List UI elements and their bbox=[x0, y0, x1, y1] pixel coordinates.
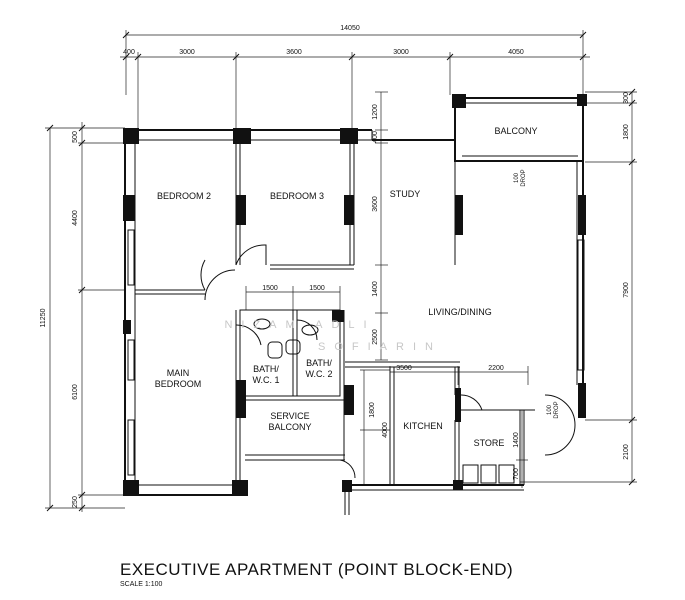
dim-top-3000a: 3000 bbox=[179, 49, 195, 56]
room-living-dining: LIVING/DINING bbox=[428, 307, 492, 317]
dim-top-400: 400 bbox=[123, 49, 135, 56]
drop-2-value: 100 bbox=[547, 404, 553, 415]
dim-in-2500: 2500 bbox=[372, 329, 379, 345]
dim-in-1200: 1200 bbox=[372, 104, 379, 120]
room-bath-2-line2: W.C. 2 bbox=[305, 369, 332, 379]
watermark-line-1: NIZAM ADLI bbox=[224, 319, 375, 331]
dim-kitchen-3500: 3500 bbox=[396, 365, 412, 372]
drop-labels: 100 DROP 100 DROP bbox=[514, 169, 560, 418]
dim-kitchen-2200: 2200 bbox=[488, 365, 504, 372]
dim-left-500: 500 bbox=[72, 131, 79, 143]
room-bath-2-line1: BATH/ bbox=[306, 358, 332, 368]
room-bath-1-line2: W.C. 1 bbox=[252, 375, 279, 385]
dim-in-400: 400 bbox=[372, 131, 379, 143]
drop-2-label: DROP bbox=[554, 401, 560, 418]
dim-left-250: 250 bbox=[72, 496, 79, 508]
dimension-lines bbox=[45, 30, 637, 512]
dim-left-11250: 11250 bbox=[40, 308, 47, 327]
windows bbox=[127, 229, 585, 476]
room-service-balcony-line1: SERVICE bbox=[270, 411, 309, 421]
watermark-line-2: SOFIARIN bbox=[318, 341, 442, 353]
drop-1-value: 100 bbox=[514, 172, 520, 183]
doors bbox=[200, 244, 576, 479]
dim-in-1800: 1800 bbox=[369, 402, 376, 418]
sanitary-fixtures bbox=[253, 318, 319, 359]
dim-store-1400: 1400 bbox=[513, 432, 520, 448]
dim-in-1400: 1400 bbox=[372, 281, 379, 297]
dim-in-4000: 4000 bbox=[382, 422, 389, 438]
dim-bath-1500a: 1500 bbox=[262, 285, 278, 292]
dim-right-1800: 1800 bbox=[623, 124, 630, 140]
dim-top-3600: 3600 bbox=[286, 49, 302, 56]
room-main-bedroom-line2: BEDROOM bbox=[155, 379, 202, 389]
room-main-bedroom-line1: MAIN bbox=[167, 368, 190, 378]
plan-scale: SCALE 1:100 bbox=[120, 581, 163, 588]
dimension-labels: 14050 400 3000 3600 3000 4050 500 4400 1… bbox=[40, 25, 630, 508]
dim-bath-1500b: 1500 bbox=[309, 285, 325, 292]
dim-in-3600: 3600 bbox=[372, 196, 379, 212]
dim-top-4050: 4050 bbox=[508, 49, 524, 56]
room-kitchen: KITCHEN bbox=[403, 421, 443, 431]
plan-title: EXECUTIVE APARTMENT (POINT BLOCK-END) bbox=[120, 560, 513, 579]
room-bath-1-line1: BATH/ bbox=[253, 364, 279, 374]
dim-store-700: 700 bbox=[513, 468, 520, 480]
walls bbox=[124, 97, 584, 515]
dim-top-3000b: 3000 bbox=[393, 49, 409, 56]
room-bedroom-3: BEDROOM 3 bbox=[270, 191, 324, 201]
dim-total-top: 14050 bbox=[340, 25, 360, 32]
dim-right-7900: 7900 bbox=[623, 282, 630, 298]
room-balcony: BALCONY bbox=[494, 126, 537, 136]
room-service-balcony-line2: BALCONY bbox=[268, 422, 311, 432]
room-labels: BEDROOM 2 BEDROOM 3 STUDY BALCONY LIVING… bbox=[155, 126, 538, 448]
dim-right-300: 300 bbox=[623, 92, 630, 104]
room-study: STUDY bbox=[390, 189, 421, 199]
structural-columns bbox=[123, 94, 587, 496]
room-bedroom-2: BEDROOM 2 bbox=[157, 191, 211, 201]
dim-left-6100: 6100 bbox=[72, 384, 79, 400]
watermark: NIZAM ADLI SOFIARIN bbox=[224, 319, 442, 353]
drop-1-label: DROP bbox=[521, 169, 527, 186]
room-store: STORE bbox=[474, 438, 505, 448]
dim-right-2100: 2100 bbox=[623, 444, 630, 460]
dim-left-4400: 4400 bbox=[72, 210, 79, 226]
